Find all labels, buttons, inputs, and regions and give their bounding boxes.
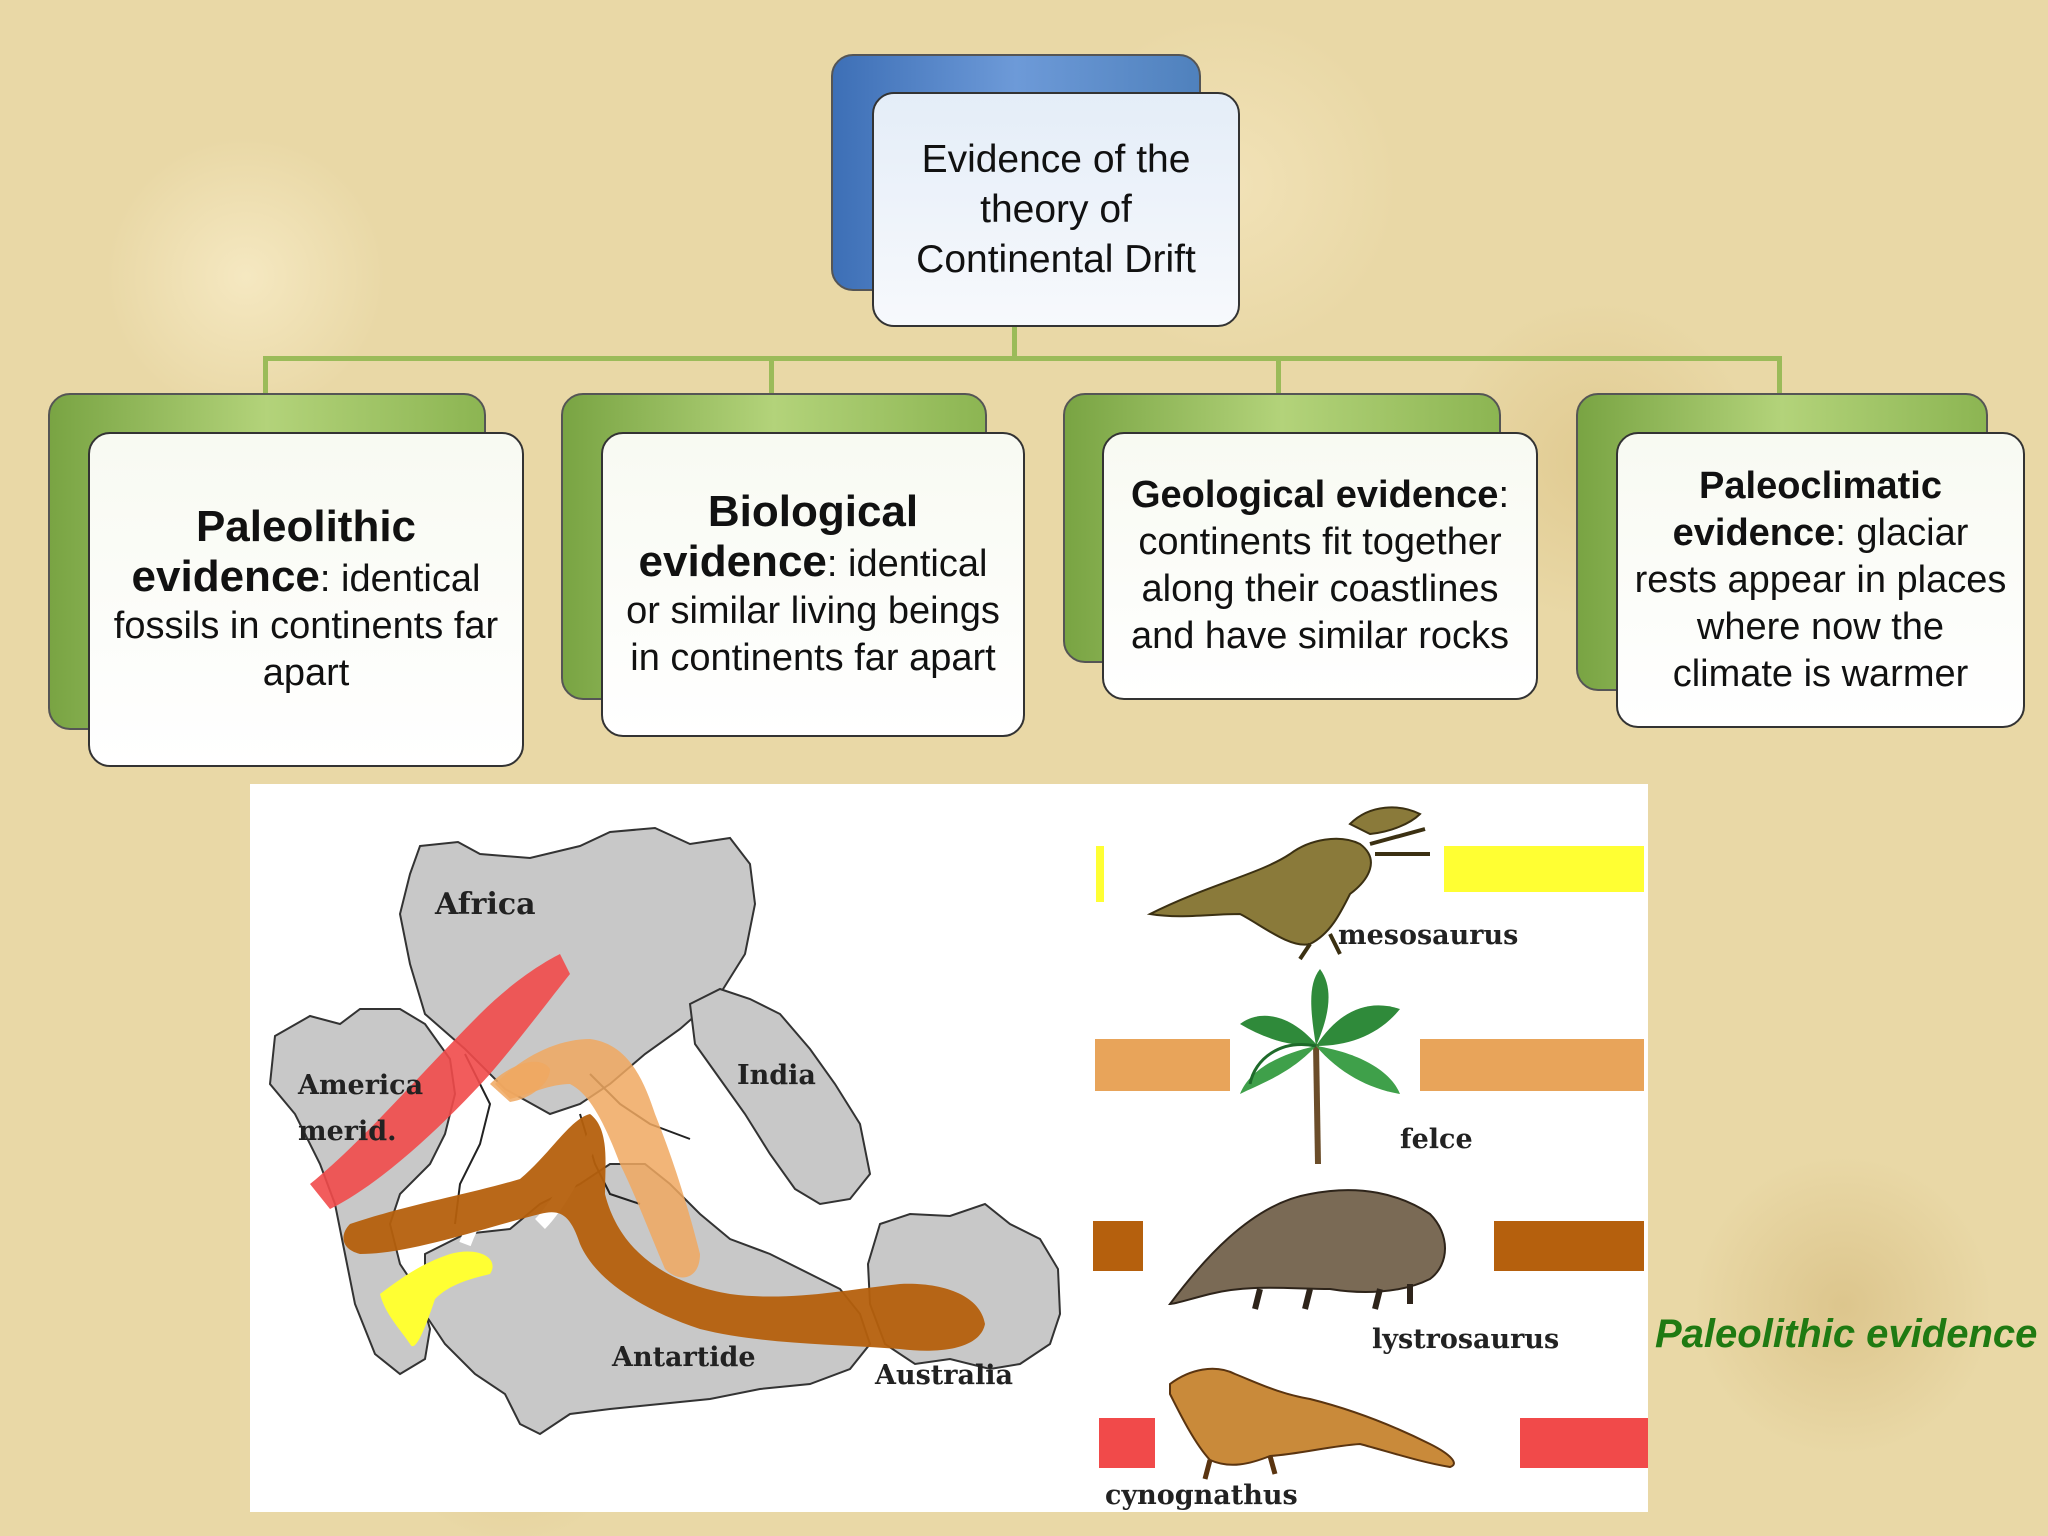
title-line-1: Evidence of the (921, 137, 1191, 181)
felce-swatch-left (1095, 1039, 1230, 1091)
paleolithic-bold-2: evidence (131, 551, 320, 601)
connector-vertical-top (1012, 325, 1017, 359)
connector-drop-1 (263, 356, 268, 394)
map-label-america-1: America (297, 1070, 423, 1101)
connector-drop-4 (1777, 356, 1782, 394)
mesosaurus-swatch-right (1444, 846, 1644, 892)
mesosaurus-icon (1146, 806, 1430, 961)
paleoclimatic-text: : glaciar rests appear in places where n… (1634, 511, 2007, 695)
map-label-america-2: merid. (298, 1116, 397, 1147)
legend-label-mesosaurus: mesosaurus (1338, 920, 1518, 951)
lystrosaurus-swatch-right (1494, 1221, 1644, 1271)
paleolithic-box: Paleolithic evidence: identical fossils … (88, 432, 524, 767)
biological-bold-2: evidence (638, 536, 827, 586)
legend-label-lystrosaurus: lystrosaurus (1372, 1324, 1559, 1355)
connector-horizontal (263, 356, 1782, 361)
paleolithic-bold-1: Paleolithic (195, 501, 417, 551)
map-label-antarctica: Antartide (611, 1342, 756, 1373)
geological-box: Geological evidence: continents fit toge… (1102, 432, 1538, 700)
geological-text: : continents fit together along their co… (1130, 474, 1510, 657)
map-label-india: India (737, 1060, 816, 1091)
fern-icon (1240, 969, 1400, 1165)
cynognathus-swatch-left (1099, 1418, 1155, 1468)
paleoclimatic-box: Paleoclimatic evidence: glaciar rests ap… (1616, 432, 2025, 728)
title-line-3: Continental Drift (916, 237, 1196, 281)
india-landmass (688, 987, 872, 1206)
mesosaurus-swatch-left (1096, 846, 1104, 902)
figure-caption: Paleolithic evidence (1655, 1312, 2038, 1356)
lystrosaurus-icon (1167, 1189, 1446, 1310)
lystrosaurus-range (343, 1114, 985, 1351)
title-line-2: theory of (980, 187, 1132, 231)
lystrosaurus-swatch-left (1093, 1221, 1143, 1271)
mesosaurus-range (380, 1251, 493, 1347)
cynognathus-swatch-right (1520, 1418, 1648, 1468)
paleoclimatic-bold-2: evidence (1672, 511, 1836, 554)
title-box: Evidence of the theory of Continental Dr… (872, 92, 1240, 327)
felce-range-2 (490, 1061, 550, 1102)
legend-label-cynognathus: cynognathus (1105, 1480, 1298, 1511)
map-label-australia: Australia (874, 1360, 1013, 1391)
gondwana-map-svg: Africa America merid. India Antartide Au… (268, 806, 1648, 1511)
cynognathus-icon (1169, 1367, 1455, 1480)
geological-bold: Geological evidence (1130, 474, 1499, 516)
connector-drop-2 (769, 356, 774, 394)
felce-range (495, 1039, 700, 1278)
biological-bold-1: Biological (707, 486, 919, 536)
cynognathus-range (310, 954, 570, 1209)
paleolithic-text: : identical fossils in continents far ap… (113, 557, 499, 694)
paleoclimatic-bold-1: Paleoclimatic (1699, 464, 1942, 507)
legend-label-felce: felce (1400, 1124, 1473, 1155)
map-label-africa: Africa (434, 887, 536, 922)
felce-swatch-right (1420, 1039, 1644, 1091)
biological-text: : identical or similar living beings in … (626, 542, 1000, 679)
biological-box: Biological evidence: identical or simila… (601, 432, 1025, 737)
gondwana-fossil-figure: Africa America merid. India Antartide Au… (250, 784, 1648, 1512)
connector-drop-3 (1276, 356, 1281, 394)
